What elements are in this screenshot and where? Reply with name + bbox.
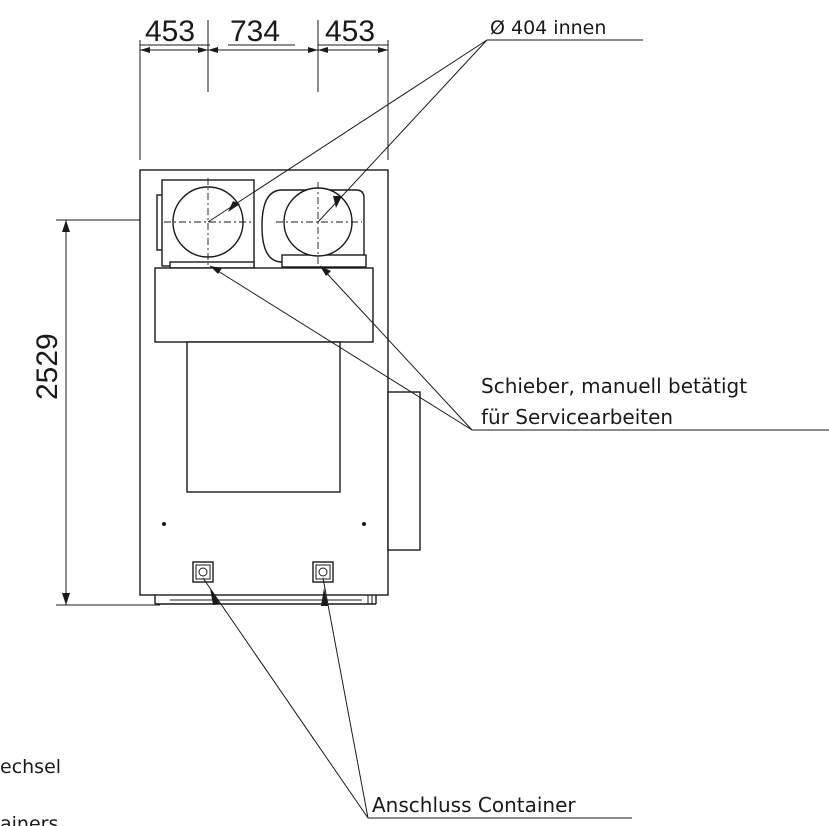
connection-label: Anschluss Container	[372, 793, 576, 817]
cutoff-label-line1: echsel	[0, 756, 61, 778]
top-dimension-chain: 453 734 453	[139, 15, 389, 160]
dimension-height: 2529	[31, 333, 64, 400]
cutoff-label-line2: ainers	[0, 813, 58, 826]
dimension-left-width: 453	[145, 15, 195, 48]
slider-leaders: Schieber, manuell betätigt für Servicear…	[209, 265, 829, 431]
slider-label-line2: für Servicearbeiten	[481, 405, 673, 429]
dimension-middle-width: 734	[230, 15, 280, 48]
mount-dot-left	[162, 522, 166, 526]
left-duct-box	[156, 178, 255, 270]
diameter-leaders: Ø 404 innen	[207, 17, 643, 223]
dimension-right-width: 453	[325, 15, 375, 48]
right-duct-elbow	[261, 182, 367, 272]
connection-left	[192, 561, 214, 583]
inner-panel	[186, 341, 341, 493]
diameter-label: Ø 404 innen	[490, 17, 606, 39]
slider-label-line1: Schieber, manuell betätigt	[481, 374, 747, 398]
height-dimension: 2529	[31, 219, 208, 606]
mount-dot-right	[362, 522, 366, 526]
connection-leaders: Anschluss Container	[202, 577, 632, 819]
connection-right	[312, 561, 334, 583]
slider-band	[154, 267, 374, 343]
